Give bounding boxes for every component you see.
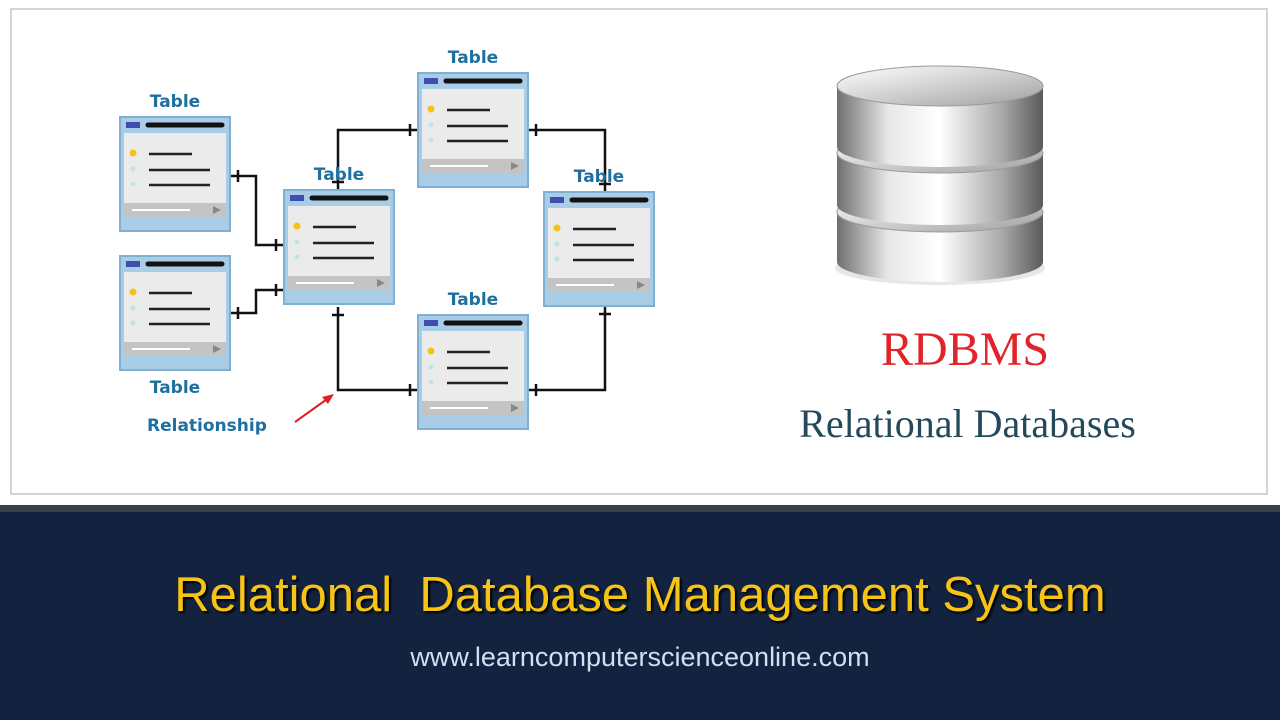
relationship-label: Relationship [147, 416, 267, 436]
rdbms-heading: RDBMS [880, 323, 1050, 376]
key-icon [427, 105, 435, 113]
relationship-line [230, 174, 284, 247]
window-icon [290, 195, 304, 201]
table-label: Table [314, 165, 364, 185]
banner-title: Relational Database Management System [174, 568, 1106, 622]
arrow-head-icon [322, 394, 334, 404]
table-label: Table [574, 167, 624, 187]
relationship-connectors [230, 124, 611, 396]
table-entity: Table [417, 48, 529, 188]
table-label: Table [448, 290, 498, 310]
key-icon [129, 149, 137, 157]
window-icon [424, 320, 438, 326]
table-label: Table [150, 92, 200, 112]
database-icon [835, 65, 1045, 285]
window-icon [424, 78, 438, 84]
relationship-line [230, 288, 284, 315]
relationship-annotation: Relationship [147, 394, 334, 436]
table-entity: Table [417, 290, 529, 430]
window-icon [550, 197, 564, 203]
window-icon [126, 261, 140, 267]
key-icon [553, 224, 561, 232]
title-banner: Relational Database Management System ww… [0, 505, 1280, 720]
relationship-line [336, 307, 418, 392]
table-label: Table [150, 378, 200, 398]
key-icon [293, 222, 301, 230]
relationship-arrow [294, 396, 331, 423]
table-entity: Table [283, 165, 395, 305]
relationship-line [528, 306, 607, 392]
relationship-line [336, 128, 418, 190]
window-icon [126, 122, 140, 128]
table-entity: Table [119, 92, 231, 232]
key-icon [427, 347, 435, 355]
table-entity: Table [543, 167, 655, 307]
table-label: Table [448, 48, 498, 68]
relational-databases-subtitle: Relational Databases [799, 401, 1136, 446]
table-entity: Table [119, 255, 231, 398]
key-icon [129, 288, 137, 296]
relationship-line [528, 128, 607, 192]
website-url[interactable]: www.learncomputerscienceonline.com [410, 642, 870, 672]
